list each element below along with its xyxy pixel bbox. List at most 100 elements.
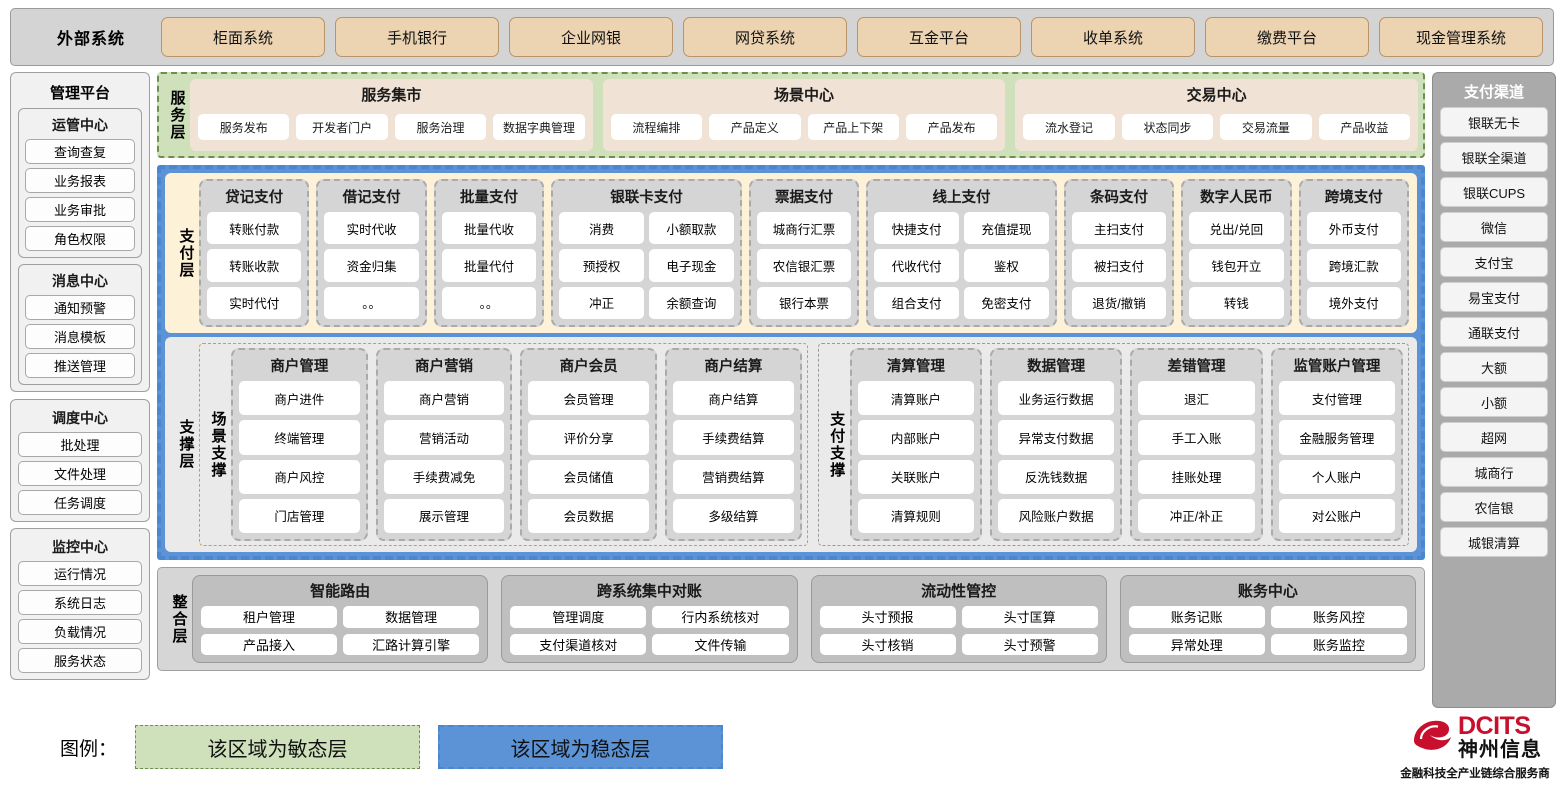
support-item[interactable]: 终端管理 [239,420,360,455]
payment-channel-item[interactable]: 支付宝 [1440,247,1548,277]
service-item[interactable]: 服务治理 [394,114,487,140]
external-system-chip[interactable]: 收单系统 [1031,17,1195,57]
external-system-chip[interactable]: 手机银行 [335,17,499,57]
service-item[interactable]: 产品发布 [905,114,998,140]
service-item[interactable]: 服务发布 [198,114,290,140]
payment-item[interactable]: 实时代收 [324,212,419,245]
payment-channel-item[interactable]: 农信银 [1440,492,1548,522]
management-menu-item[interactable]: 文件处理 [18,461,142,486]
management-menu-item[interactable]: 业务报表 [25,168,135,193]
external-system-chip[interactable]: 现金管理系统 [1379,17,1543,57]
payment-item[interactable]: 退货/撤销 [1071,286,1167,319]
service-item[interactable]: 流程编排 [610,114,703,140]
external-system-chip[interactable]: 网贷系统 [683,17,847,57]
payment-item[interactable]: 实时代付 [207,286,302,319]
payment-item[interactable]: 被扫支付 [1071,249,1167,282]
payment-item[interactable]: 批量代付 [441,249,537,282]
service-item[interactable]: 产品定义 [709,114,801,140]
support-item[interactable]: 冲正/补正 [1138,498,1255,533]
payment-item[interactable]: 兑出/兑回 [1189,212,1284,245]
support-item[interactable]: 手工入账 [1138,420,1255,455]
management-menu-item[interactable]: 系统日志 [18,590,142,615]
integration-item[interactable]: 行内系统核对 [652,606,789,628]
external-system-chip[interactable]: 缴费平台 [1205,17,1369,57]
support-item[interactable]: 手续费结算 [673,420,794,455]
support-item[interactable]: 支付管理 [1278,381,1395,416]
support-item[interactable]: 商户结算 [673,381,794,416]
payment-channel-item[interactable]: 易宝支付 [1440,282,1548,312]
service-item[interactable]: 开发者门户 [296,114,388,140]
payment-item[interactable]: 主扫支付 [1071,212,1167,245]
support-item[interactable]: 营销费结算 [673,459,794,494]
support-item[interactable]: 风险账户数据 [998,498,1115,533]
payment-channel-item[interactable]: 微信 [1440,212,1548,242]
integration-item[interactable]: 头寸预警 [961,633,1098,655]
management-menu-item[interactable]: 负载情况 [18,619,142,644]
service-item[interactable]: 交易流量 [1220,114,1312,140]
management-menu-item[interactable]: 服务状态 [18,648,142,673]
integration-item[interactable]: 管理调度 [510,606,647,628]
payment-channel-item[interactable]: 银联全渠道 [1440,142,1548,172]
integration-item[interactable]: 头寸预报 [819,606,956,628]
support-item[interactable]: 商户风控 [239,459,360,494]
management-menu-item[interactable]: 业务审批 [25,197,135,222]
integration-item[interactable]: 头寸核销 [819,633,956,655]
support-item[interactable]: 会员数据 [528,498,650,533]
integration-item[interactable]: 账务风控 [1270,606,1407,628]
service-item[interactable]: 状态同步 [1121,114,1214,140]
payment-item[interactable]: 电子现金 [648,249,734,282]
support-item[interactable]: 关联账户 [857,459,975,494]
integration-item[interactable]: 头寸匡算 [961,606,1098,628]
management-menu-item[interactable]: 推送管理 [25,353,135,378]
support-item[interactable]: 手续费减免 [383,459,505,494]
payment-channel-item[interactable]: 银联CUPS [1440,177,1548,207]
support-item[interactable]: 个人账户 [1278,459,1395,494]
integration-item[interactable]: 数据管理 [343,606,480,628]
payment-item[interactable]: 钱包开立 [1189,249,1284,282]
payment-channel-item[interactable]: 城银清算 [1440,527,1548,557]
payment-item[interactable]: 跨境汇款 [1306,249,1401,282]
management-menu-item[interactable]: 批处理 [18,432,142,457]
payment-channel-item[interactable]: 小额 [1440,387,1548,417]
support-item[interactable]: 退汇 [1138,381,1255,416]
payment-item[interactable]: 转账付款 [207,212,302,245]
support-item[interactable]: 评价分享 [528,420,650,455]
payment-item[interactable]: 消费 [559,212,644,245]
integration-item[interactable]: 支付渠道核对 [510,633,647,655]
payment-item[interactable]: 农信银汇票 [756,249,852,282]
support-item[interactable]: 商户营销 [383,381,505,416]
support-item[interactable]: 会员储值 [528,459,650,494]
support-item[interactable]: 挂账处理 [1138,459,1255,494]
integration-item[interactable]: 产品接入 [201,633,338,655]
payment-item[interactable]: 小额取款 [648,212,734,245]
integration-item[interactable]: 异常处理 [1128,633,1265,655]
support-item[interactable]: 清算规则 [857,498,975,533]
payment-channel-item[interactable]: 通联支付 [1440,317,1548,347]
service-item[interactable]: 产品上下架 [807,114,899,140]
payment-item[interactable]: 免密支付 [964,286,1049,319]
external-system-chip[interactable]: 柜面系统 [161,17,325,57]
payment-channel-item[interactable]: 银联无卡 [1440,107,1548,137]
support-item[interactable]: 金融服务管理 [1278,420,1395,455]
payment-item[interactable]: 城商行汇票 [756,212,852,245]
support-item[interactable]: 反洗钱数据 [998,459,1115,494]
integration-item[interactable]: 文件传输 [652,633,789,655]
payment-channel-item[interactable]: 城商行 [1440,457,1548,487]
management-menu-item[interactable]: 通知预警 [25,295,135,320]
support-item[interactable]: 异常支付数据 [998,420,1115,455]
support-item[interactable]: 清算账户 [857,381,975,416]
payment-item[interactable]: 外币支付 [1306,212,1401,245]
payment-item[interactable]: 银行本票 [756,286,852,319]
management-menu-item[interactable]: 任务调度 [18,490,142,515]
payment-item[interactable]: 鉴权 [964,249,1049,282]
support-item[interactable]: 门店管理 [239,498,360,533]
payment-item[interactable]: 冲正 [559,286,644,319]
service-item[interactable]: 数据字典管理 [493,114,585,140]
payment-item[interactable]: 转账收款 [207,249,302,282]
management-menu-item[interactable]: 查询查复 [25,139,135,164]
support-item[interactable]: 商户进件 [239,381,360,416]
payment-channel-item[interactable]: 大额 [1440,352,1548,382]
support-item[interactable]: 内部账户 [857,420,975,455]
external-system-chip[interactable]: 企业网银 [509,17,673,57]
service-item[interactable]: 产品收益 [1318,114,1411,140]
